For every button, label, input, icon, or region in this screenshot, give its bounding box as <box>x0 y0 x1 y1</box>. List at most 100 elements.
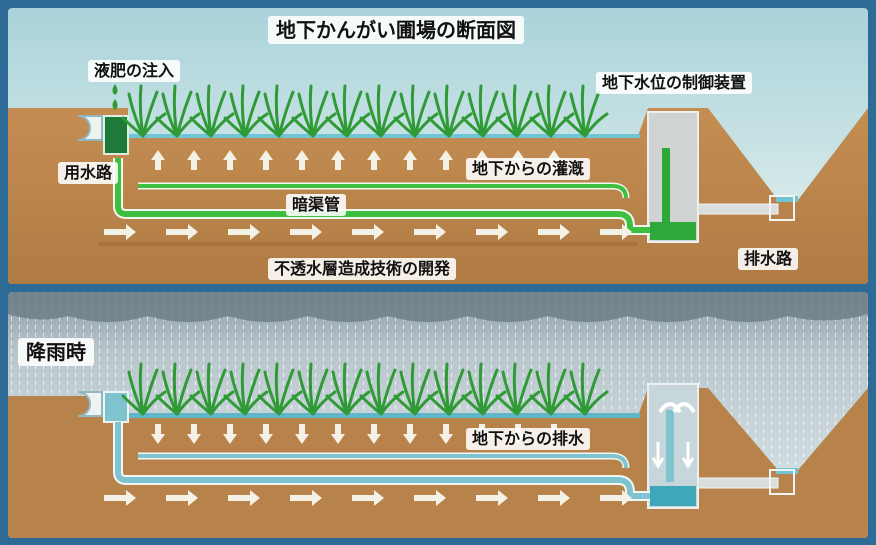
right-arrow-icon <box>600 224 632 240</box>
down-arrow-icon <box>367 424 381 444</box>
right-arrow-icon <box>228 224 260 240</box>
label-impermeable-layer-tech: 不透水層造成技術の開発 <box>268 258 457 280</box>
rice-plant-icon <box>461 84 507 138</box>
control-device-water <box>650 222 696 240</box>
water-channel-inlet <box>77 115 103 141</box>
down-arrow-icon <box>331 424 345 444</box>
right-arrow-icon <box>352 490 384 506</box>
up-arrow-icon <box>295 150 309 170</box>
up-arrow-icon <box>259 150 273 170</box>
right-arrow-icon <box>538 224 570 240</box>
down-arrow-icon <box>295 424 309 444</box>
up-arrow-icon <box>403 150 417 170</box>
rice-plant-row <box>121 362 609 416</box>
down-arrow-icon <box>259 424 273 444</box>
rainfall-cross-section-graphic <box>8 292 868 538</box>
rice-plant-icon <box>291 362 337 416</box>
rice-plant-icon <box>563 362 609 416</box>
label-subsurface-drainage: 地下からの排水 <box>466 428 591 450</box>
label-rainfall: 降雨時 <box>18 338 94 366</box>
rice-plant-icon <box>155 362 201 416</box>
rice-plant-icon <box>257 362 303 416</box>
underdrain-pipe <box>115 158 650 233</box>
rainfall-cross-section-panel: 降雨時 地下からの排水 <box>8 292 868 538</box>
water-drop-icon <box>112 99 118 110</box>
right-arrow-icon <box>290 490 322 506</box>
rice-plant-icon <box>291 84 337 138</box>
rice-plant-icon <box>223 362 269 416</box>
down-arrow-icon <box>439 424 453 444</box>
rice-plant-icon <box>359 84 405 138</box>
label-fertilizer-injection: 液肥の注入 <box>88 60 181 82</box>
up-arrow-icon <box>331 150 345 170</box>
label-subsurface-irrigation: 地下からの灌漑 <box>466 158 591 180</box>
up-arrow-icon <box>151 150 165 170</box>
water-drop-icon <box>112 84 118 95</box>
lateral-flow-arrows <box>104 224 632 240</box>
right-arrow-icon <box>104 490 136 506</box>
rice-plant-icon <box>427 84 473 138</box>
down-arrow-icon <box>151 424 165 444</box>
rice-plant-icon <box>359 362 405 416</box>
label-water-level-control: 地下水位の制御装置 <box>596 72 753 94</box>
irrigation-cross-section-graphic <box>8 8 868 284</box>
water-level-control-device <box>647 111 699 243</box>
down-arrow-icon <box>681 442 695 469</box>
fertilizer-tank <box>103 115 129 155</box>
right-arrow-icon <box>476 490 508 506</box>
rain-clouds <box>8 292 868 322</box>
right-arrow-icon <box>166 224 198 240</box>
label-water-channel: 用水路 <box>58 162 119 184</box>
rice-plant-icon <box>325 84 371 138</box>
right-arrow-icon <box>414 490 446 506</box>
rice-plant-icon <box>189 84 235 138</box>
rice-plant-icon <box>495 362 541 416</box>
right-arrow-icon <box>600 490 632 506</box>
up-arrow-icon <box>187 150 201 170</box>
drainage-ditch-outlet <box>769 195 795 221</box>
control-device-riser <box>662 148 670 228</box>
rice-plant-icon <box>393 84 439 138</box>
rice-plant-icon <box>121 84 167 138</box>
rice-plant-row <box>121 84 609 138</box>
lateral-flow-arrows <box>104 490 632 506</box>
underdrain-pipe <box>115 422 650 499</box>
down-arrow-icon <box>187 424 201 444</box>
rice-plant-icon <box>257 84 303 138</box>
irrigation-cross-section-panel: 地下かんがい圃場の断面図 液肥の注入 用水路 地下水位の制御装置 地下からの灌漑… <box>8 8 868 284</box>
drainage-pipe <box>138 454 628 469</box>
up-arrow-icon <box>439 150 453 170</box>
rice-plant-icon <box>529 84 575 138</box>
rice-plant-icon <box>563 84 609 138</box>
diagram-title: 地下かんがい圃場の断面図 <box>268 16 524 44</box>
rice-plant-icon <box>121 362 167 416</box>
outlet-pipe <box>697 203 779 215</box>
field-water-surface <box>128 134 640 138</box>
rice-plant-icon <box>461 362 507 416</box>
rice-plant-icon <box>427 362 473 416</box>
right-arrow-icon <box>166 490 198 506</box>
down-arrow-icon <box>651 442 665 469</box>
rice-plant-icon <box>155 84 201 138</box>
right-arrow-icon <box>476 224 508 240</box>
right-arrow-icon <box>414 224 446 240</box>
overflow-arrow-icon <box>672 402 696 414</box>
drainage-ditch-outlet <box>769 469 795 495</box>
control-device-riser <box>666 410 674 482</box>
drainage-ditch-water <box>776 196 798 202</box>
rice-plant-icon <box>529 362 575 416</box>
irrigation-pipe <box>138 184 628 199</box>
rice-plant-icon <box>223 84 269 138</box>
right-arrow-icon <box>228 490 260 506</box>
impermeable-layer <box>98 242 638 246</box>
down-arrow-icon <box>223 424 237 444</box>
label-underdrain-pipe: 暗渠管 <box>286 194 347 216</box>
water-channel-inlet <box>77 391 103 417</box>
down-arrow-icon <box>403 424 417 444</box>
control-device-water <box>650 486 696 506</box>
outlet-pipe <box>697 477 779 489</box>
rice-plant-icon <box>325 362 371 416</box>
label-drainage-channel: 排水路 <box>738 248 799 270</box>
rice-plant-icon <box>393 362 439 416</box>
